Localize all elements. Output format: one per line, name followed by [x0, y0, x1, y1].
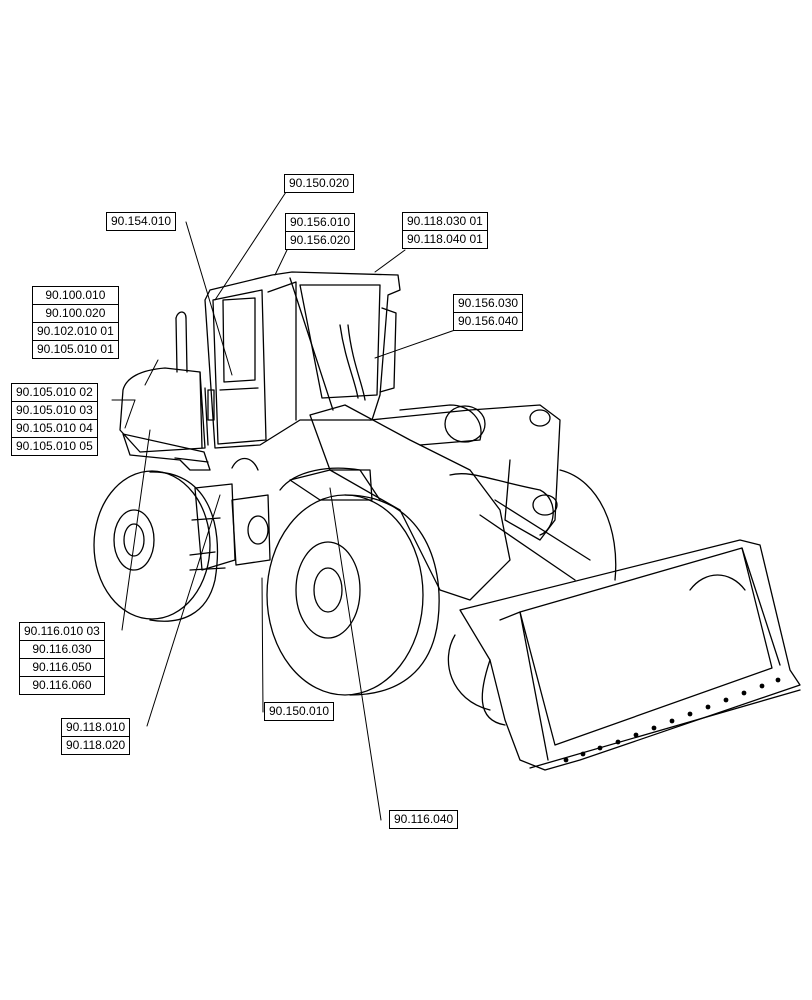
front-wheel — [266, 467, 440, 696]
part-number-label: 90.116.050 — [19, 658, 105, 677]
loader-arm — [309, 404, 617, 601]
callout-c3: 90.156.010 90.156.020 — [285, 213, 356, 250]
part-number-label: 90.102.010 01 — [32, 322, 119, 341]
part-number-label: 90.156.030 — [453, 294, 524, 313]
part-number-label: 90.105.010 04 — [11, 419, 98, 438]
steps-fenders — [189, 457, 373, 571]
rear-wheel — [93, 470, 219, 622]
part-number-label: 90.105.010 02 — [11, 383, 98, 402]
rear-body — [119, 311, 211, 471]
part-number-label: 90.118.010 — [61, 718, 131, 737]
cab — [204, 271, 401, 449]
part-number-label: 90.118.020 — [61, 736, 131, 755]
part-number-label: 90.100.010 — [32, 286, 119, 305]
part-number-label: 90.118.040 01 — [402, 230, 488, 249]
part-number-label: 90.116.060 — [19, 676, 105, 695]
part-number-label: 90.105.010 01 — [32, 340, 119, 359]
part-number-label: 90.116.010 03 — [19, 622, 105, 641]
part-number-label: 90.156.010 — [285, 213, 356, 232]
part-number-label: 90.116.030 — [19, 640, 105, 659]
part-number-label: 90.116.040 — [389, 810, 459, 829]
callout-c5: 90.100.010 90.100.020 90.102.010 01 90.1… — [32, 286, 119, 359]
callout-c9: 90.150.010 — [264, 702, 335, 721]
part-number-label: 90.156.020 — [285, 231, 356, 250]
callout-c11: 90.116.040 — [389, 810, 459, 829]
callout-c7: 90.105.010 02 90.105.010 03 90.105.010 0… — [11, 383, 98, 456]
part-number-label: 90.150.020 — [284, 174, 355, 193]
bucket-teeth — [563, 677, 781, 763]
callout-c1: 90.150.020 — [284, 174, 355, 193]
leader-lines — [111, 191, 456, 821]
part-number-label: 90.154.010 — [106, 212, 177, 231]
callout-c6: 90.156.030 90.156.040 — [453, 294, 524, 331]
part-number-label: 90.105.010 05 — [11, 437, 98, 456]
callout-c10: 90.118.010 90.118.020 — [61, 718, 131, 755]
bucket — [447, 539, 801, 771]
part-number-label: 90.150.010 — [264, 702, 335, 721]
part-number-label: 90.118.030 01 — [402, 212, 488, 231]
callout-c8: 90.116.010 03 90.116.030 90.116.050 90.1… — [19, 622, 105, 695]
part-number-label: 90.100.020 — [32, 304, 119, 323]
callout-c4: 90.118.030 01 90.118.040 01 — [402, 212, 488, 249]
callout-c2: 90.154.010 — [106, 212, 177, 231]
part-number-label: 90.156.040 — [453, 312, 524, 331]
part-number-label: 90.105.010 03 — [11, 401, 98, 420]
